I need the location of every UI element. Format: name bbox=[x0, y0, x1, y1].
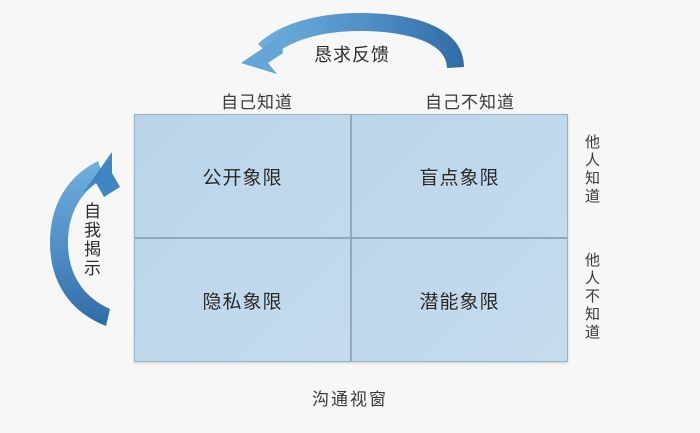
quadrant-hidden[interactable]: 隐私象限 bbox=[135, 239, 350, 361]
column-header-self-unknown: 自己不知道 bbox=[425, 93, 515, 113]
quadrant-blind-label: 盲点象限 bbox=[419, 166, 500, 189]
quadrant-open[interactable]: 公开象限 bbox=[135, 115, 350, 237]
diagram-caption: 沟通视窗 bbox=[312, 390, 388, 410]
row-label-others-unknown: 他人不知道 bbox=[583, 252, 601, 342]
quadrant-open-label: 公开象限 bbox=[202, 166, 283, 189]
quadrant-grid: 公开象限 盲点象限 隐私象限 潜能象限 bbox=[134, 114, 568, 362]
left-arrow-label: 自我揭示 bbox=[80, 202, 100, 278]
quadrant-unknown[interactable]: 潜能象限 bbox=[352, 239, 567, 361]
top-arrow-label: 恳求反馈 bbox=[314, 45, 390, 66]
quadrant-hidden-label: 隐私象限 bbox=[202, 290, 283, 313]
quadrant-unknown-label: 潜能象限 bbox=[419, 290, 500, 313]
quadrant-blind[interactable]: 盲点象限 bbox=[352, 115, 567, 237]
row-label-others-known: 他人知道 bbox=[583, 134, 601, 206]
column-header-self-known: 自己知道 bbox=[221, 93, 293, 113]
